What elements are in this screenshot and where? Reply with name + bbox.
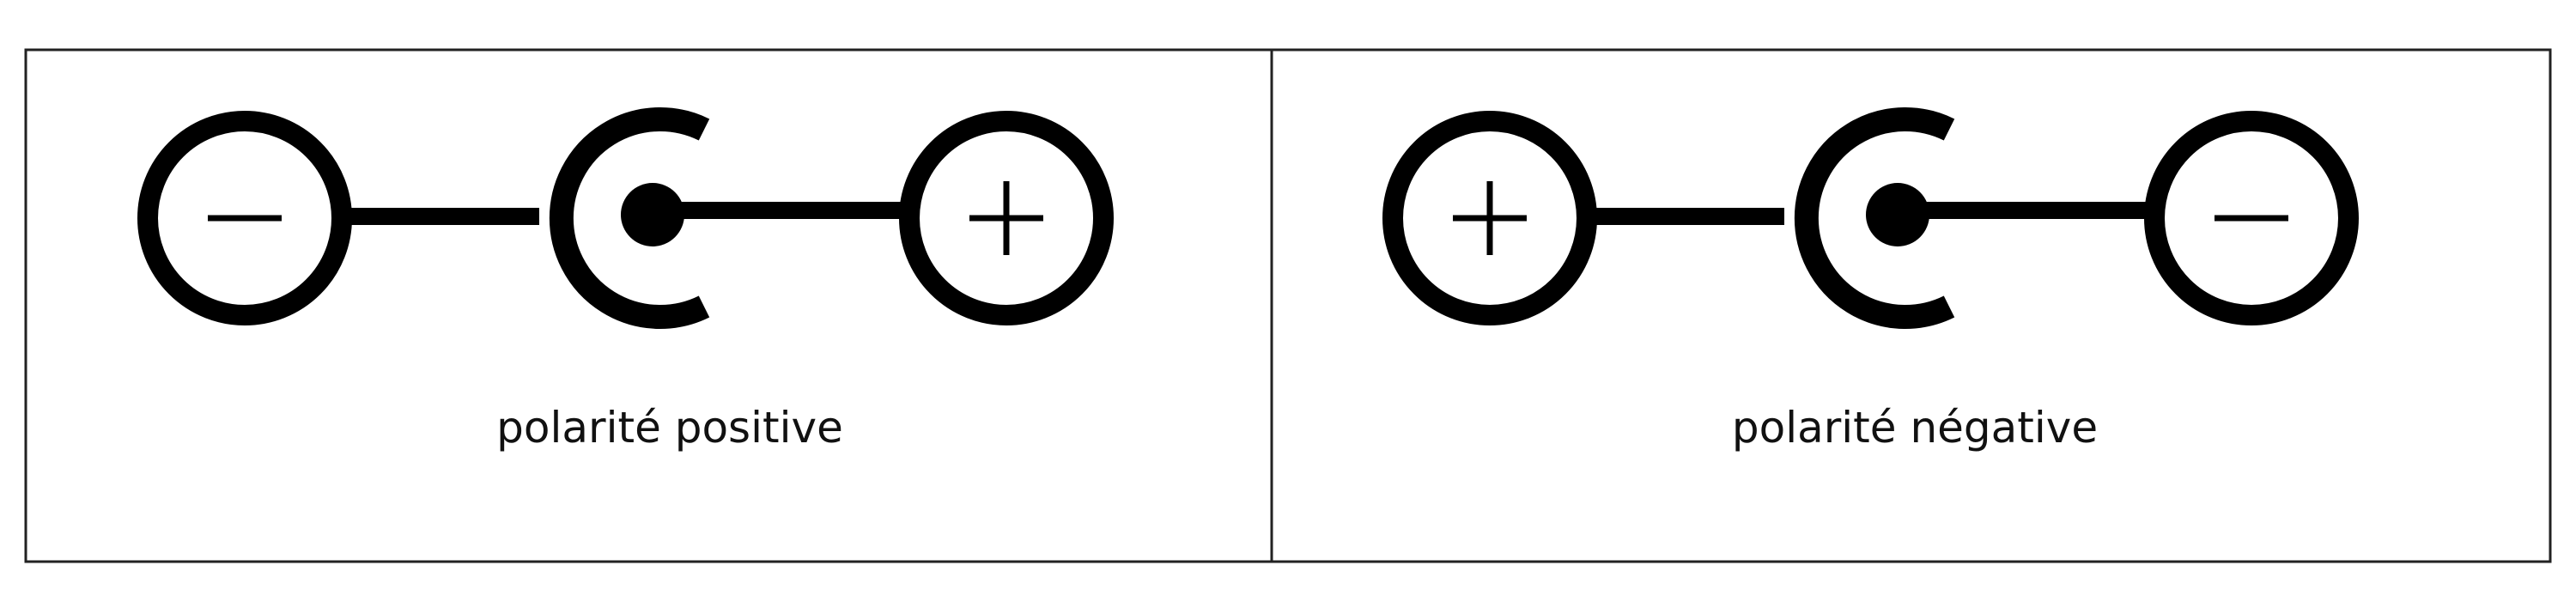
left-terminal-symbol (1453, 181, 1527, 255)
plus-icon (1453, 181, 1527, 255)
diagram-frame (24, 48, 2552, 563)
panel-caption: polarité négative (1732, 403, 2098, 453)
panel-positive-polarity: polarité positive (137, 107, 1114, 453)
right-terminal-symbol (969, 181, 1043, 255)
panel-caption: polarité positive (496, 403, 843, 453)
center-terminal-c-shape (1794, 107, 1955, 329)
center-pin-dot (1866, 183, 1929, 246)
panel-negative-polarity: polarité négative (1382, 107, 2359, 453)
center-pin-dot (621, 183, 684, 246)
plus-icon (969, 181, 1043, 255)
center-terminal-c-shape (549, 107, 710, 329)
